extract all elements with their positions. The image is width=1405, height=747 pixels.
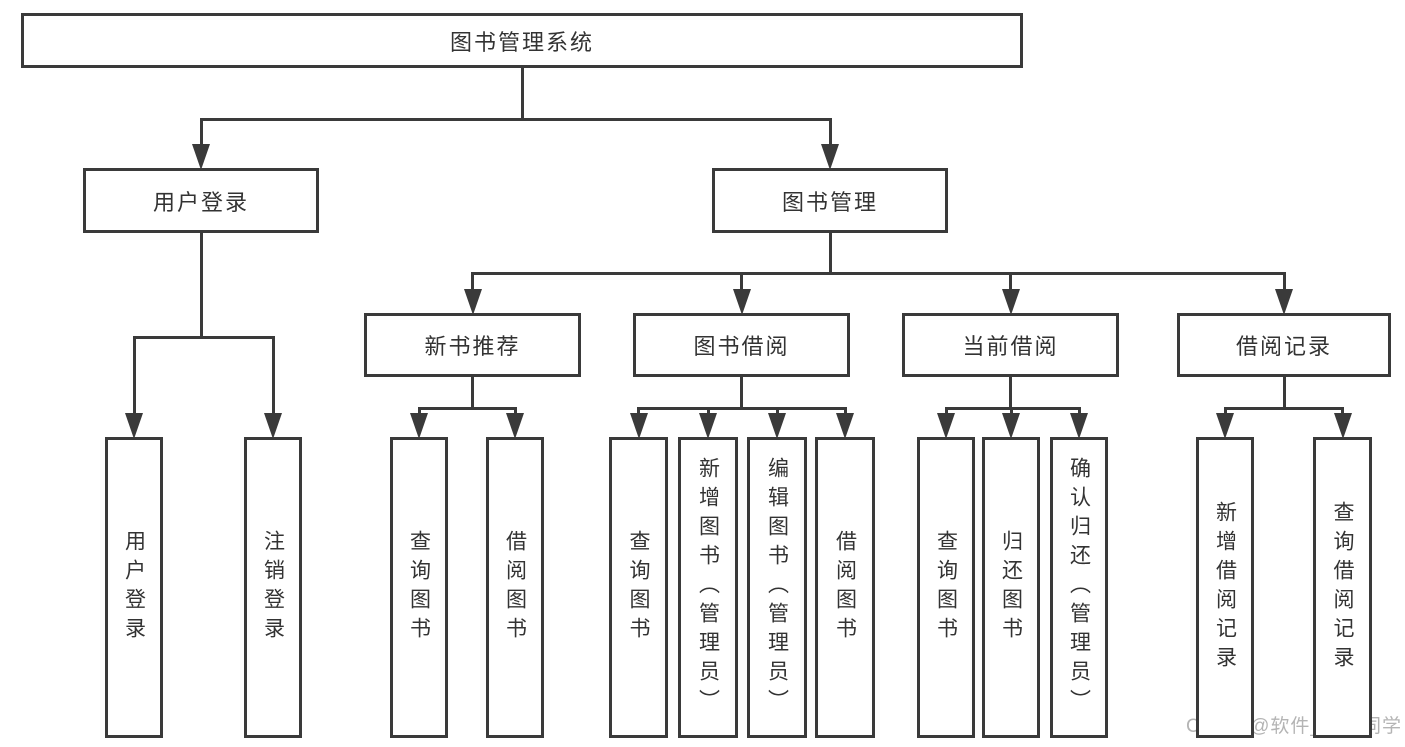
edge-drop	[637, 407, 640, 415]
arrow-down-icon	[264, 413, 282, 439]
node-user-login: 用户登录	[83, 168, 319, 233]
edge-drop	[828, 118, 832, 146]
arrow-down-icon	[463, 289, 482, 315]
node-bb-add-label: 新增图书（管理员）	[696, 457, 720, 718]
node-nb-query: 查询图书	[390, 437, 448, 738]
arrow-down-icon	[1275, 289, 1293, 315]
edge-drop	[775, 407, 779, 415]
node-new-book-recommend: 新书推荐	[364, 313, 581, 377]
edge-stub	[740, 376, 743, 410]
edge-drop	[1341, 407, 1344, 415]
edge-bus	[944, 407, 1081, 410]
node-borrow-records: 借阅记录	[1177, 313, 1391, 377]
edge-stub	[199, 232, 203, 339]
edge-stub	[1009, 376, 1012, 410]
node-rec-add: 新增借阅记录	[1196, 437, 1254, 738]
edge-drop	[1009, 272, 1012, 291]
node-cb-return-label: 归还图书	[999, 529, 1023, 646]
node-bb-query: 查询图书	[609, 437, 668, 738]
node-book-borrow: 图书借阅	[633, 313, 850, 377]
edge-drop	[1223, 407, 1227, 415]
node-leaf-user-login: 用户登录	[105, 437, 163, 738]
node-root-label: 图书管理系统	[449, 29, 594, 55]
edge-drop	[513, 407, 517, 415]
node-bb-edit-label: 编辑图书（管理员）	[765, 457, 789, 718]
node-bb-edit: 编辑图书（管理员）	[747, 437, 807, 738]
node-cb-query-label: 查询图书	[934, 529, 958, 646]
node-borrow-records-label: 借阅记录	[1235, 334, 1332, 359]
node-leaf-user-login-label: 用户登录	[122, 529, 146, 646]
node-new-book-recommend-label: 新书推荐	[424, 334, 521, 359]
node-nb-query-label: 查询图书	[407, 529, 431, 646]
arrow-down-icon	[1216, 413, 1234, 439]
arrow-down-icon	[192, 144, 210, 170]
edge-drop	[1077, 407, 1081, 415]
node-cb-query: 查询图书	[917, 437, 975, 738]
arrow-down-icon	[699, 413, 717, 439]
edge-bus	[471, 272, 1286, 275]
node-cb-confirm: 确认归还（管理员）	[1050, 437, 1108, 738]
node-nb-borrow: 借阅图书	[486, 437, 544, 738]
node-book-borrow-label: 图书借阅	[693, 334, 790, 359]
arrow-down-icon	[937, 413, 955, 439]
arrow-down-icon	[1333, 413, 1352, 439]
edge-bus	[199, 118, 832, 121]
node-current-borrow: 当前借阅	[902, 313, 1119, 377]
edge-drop	[944, 407, 948, 415]
arrow-down-icon	[836, 413, 854, 439]
edge-drop	[843, 407, 847, 415]
arrow-down-icon	[410, 413, 428, 439]
edge-drop	[1282, 272, 1286, 291]
edge-bus	[1223, 407, 1344, 410]
node-cb-return: 归还图书	[982, 437, 1040, 738]
node-current-borrow-label: 当前借阅	[962, 334, 1059, 359]
edge-drop	[706, 407, 710, 415]
arrow-down-icon	[629, 413, 648, 439]
node-book-management: 图书管理	[712, 168, 948, 233]
edge-stub	[520, 67, 524, 121]
edge-stub	[471, 376, 474, 410]
edge-drop	[740, 272, 743, 291]
node-leaf-logout: 注销登录	[244, 437, 302, 738]
node-root: 图书管理系统	[21, 13, 1023, 68]
node-bb-borrow: 借阅图书	[815, 437, 875, 738]
node-nb-borrow-label: 借阅图书	[503, 529, 527, 646]
arrow-down-icon	[1002, 413, 1020, 439]
arrow-down-icon	[506, 413, 524, 439]
edge-drop	[199, 118, 203, 146]
node-rec-query: 查询借阅记录	[1313, 437, 1372, 738]
edge-stub	[828, 232, 832, 275]
edge-drop	[271, 336, 275, 415]
arrow-down-icon	[821, 144, 839, 170]
arrow-down-icon	[732, 289, 751, 315]
node-cb-confirm-label: 确认归还（管理员）	[1067, 457, 1091, 718]
node-book-management-label: 图书管理	[781, 189, 878, 215]
node-bb-query-label: 查询图书	[627, 529, 650, 646]
edge-drop	[417, 407, 421, 415]
arrow-down-icon	[1001, 289, 1020, 315]
node-bb-borrow-label: 借阅图书	[833, 529, 857, 646]
edge-drop	[471, 272, 474, 291]
arrow-down-icon	[1070, 413, 1088, 439]
edge-bus	[417, 407, 517, 410]
node-bb-add: 新增图书（管理员）	[678, 437, 738, 738]
node-user-login-label: 用户登录	[152, 189, 249, 215]
arrow-down-icon	[125, 413, 143, 439]
edge-drop	[132, 336, 136, 415]
node-leaf-logout-label: 注销登录	[261, 529, 285, 646]
edge-bus	[132, 336, 275, 339]
arrow-down-icon	[768, 413, 786, 439]
node-rec-query-label: 查询借阅记录	[1331, 500, 1354, 675]
edge-stub	[1282, 376, 1286, 410]
edge-bus	[637, 407, 847, 410]
edge-drop	[1009, 407, 1013, 415]
node-rec-add-label: 新增借阅记录	[1213, 500, 1237, 675]
